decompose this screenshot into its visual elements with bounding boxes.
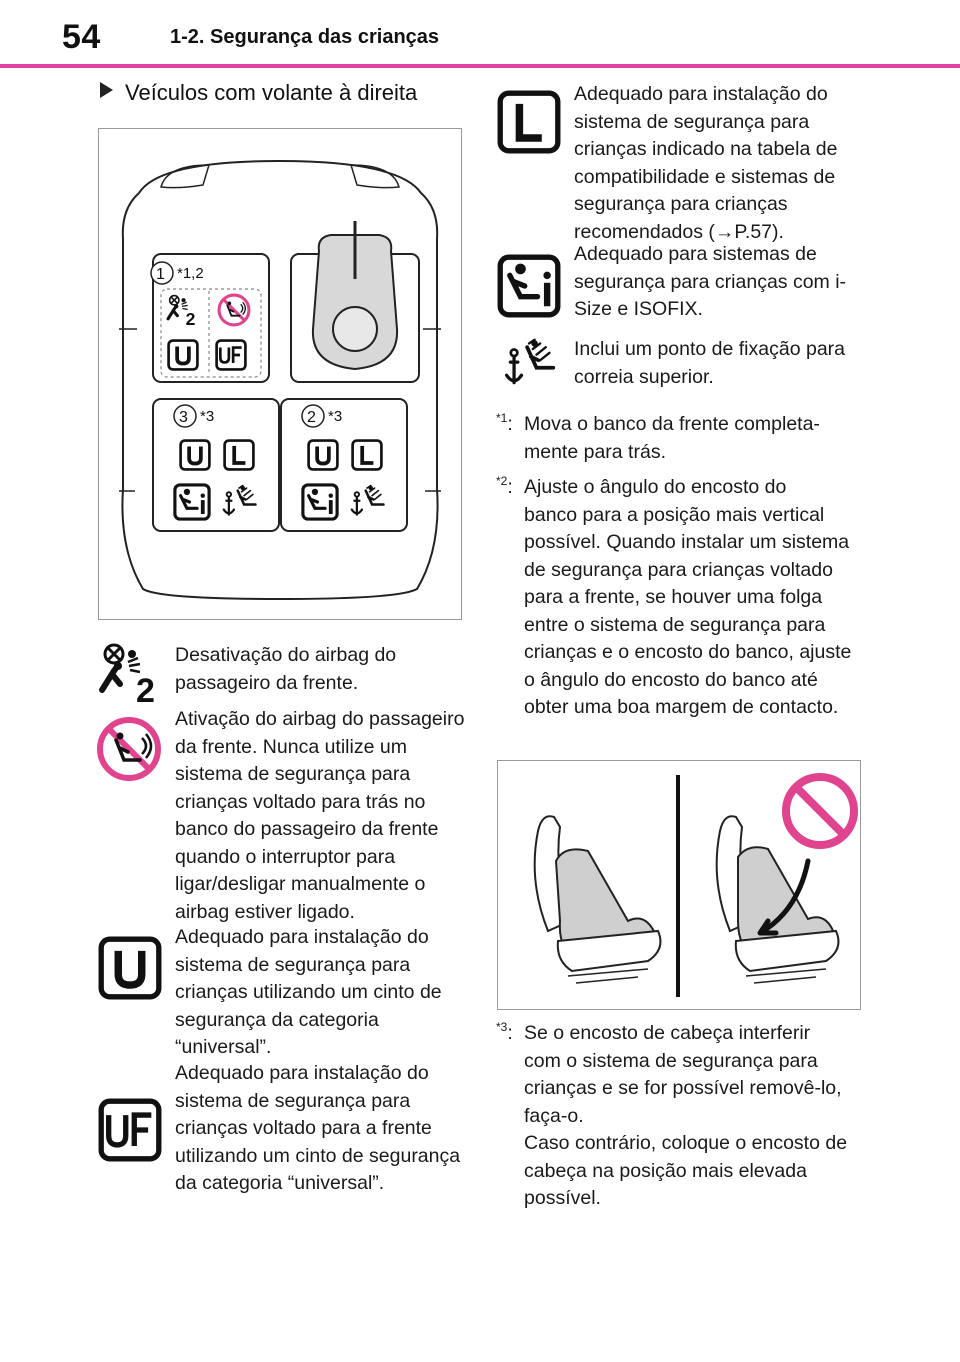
position-3-note: *3 (200, 408, 214, 425)
legend-airbag-off: Desativação do airbag do passageiro da f… (175, 644, 397, 694)
l-specific-icon (497, 90, 561, 154)
note-1: *1:Mova o banco da frente completa- ment… (496, 405, 866, 466)
isize-isofix-icon (497, 254, 561, 318)
legend-u: Adequado para instalação do sistema de s… (175, 926, 442, 1058)
position-1-note: *1,2 (177, 265, 204, 282)
car-top-view-icon: 1 *1,2 3 *3 2 *3 (119, 159, 441, 601)
note-1-line2: mente para trás. (524, 440, 666, 463)
legend-uf: Adequado para instalação do sistema de s… (175, 1062, 461, 1194)
uf-universal-forward-icon (98, 1098, 162, 1162)
note-3-mark: *3 (496, 1020, 508, 1034)
note-3-rest: com o sistema de segurança para crianças… (524, 1049, 842, 1127)
position-3-number: 3 (179, 409, 188, 426)
seat-angle-illustration (497, 760, 861, 1010)
u-universal-icon (98, 936, 162, 1000)
sub-heading: Veículos com volante à direita (100, 80, 417, 106)
note-2-mark: *2 (496, 474, 508, 488)
section-title: 1-2. Segurança das crianças (170, 26, 440, 48)
legend-airbag-on: Ativação do airbag do passageiro da fren… (175, 708, 465, 923)
position-1-number: 1 (156, 266, 165, 283)
header-rule (0, 64, 960, 68)
note-3-line1: Se o encosto de cabeça interferir (524, 1022, 811, 1044)
airbag-off-icon (96, 640, 162, 706)
triangle-bullet-icon (100, 82, 113, 98)
position-2-number: 2 (307, 409, 316, 426)
vehicle-seat-diagram: 1 *1,2 3 *3 2 *3 (98, 128, 462, 620)
airbag-on-prohibited-icon (96, 716, 162, 782)
note-3: *3:Se o encosto de cabeça interferir com… (496, 1014, 866, 1213)
note-3-rest2: Caso contrário, coloque o encosto de cab… (524, 1132, 848, 1209)
legend-l: Adequado para instalação do sistema de s… (574, 83, 838, 243)
sub-heading-text: Veículos com volante à direita (125, 80, 418, 105)
position-2-note: *3 (328, 408, 342, 425)
note-1-line1: Mova o banco da frente completa- (524, 413, 820, 435)
child-seat-illustration-icon (533, 773, 858, 997)
legend-top-tether: Inclui um ponto de fixação para correia … (574, 338, 846, 388)
note-2: *2:Ajuste o ângulo do encosto do banco p… (496, 468, 866, 722)
page-number: 54 (62, 18, 101, 56)
note-2-rest: banco para a posição mais vertical possí… (524, 503, 852, 719)
note-1-mark: *1 (496, 411, 508, 425)
note-2-line1: Ajuste o ângulo do encosto do (524, 476, 787, 498)
top-tether-anchor-icon (504, 337, 556, 385)
legend-isize: Adequado para sistemas de segurança para… (574, 243, 847, 320)
